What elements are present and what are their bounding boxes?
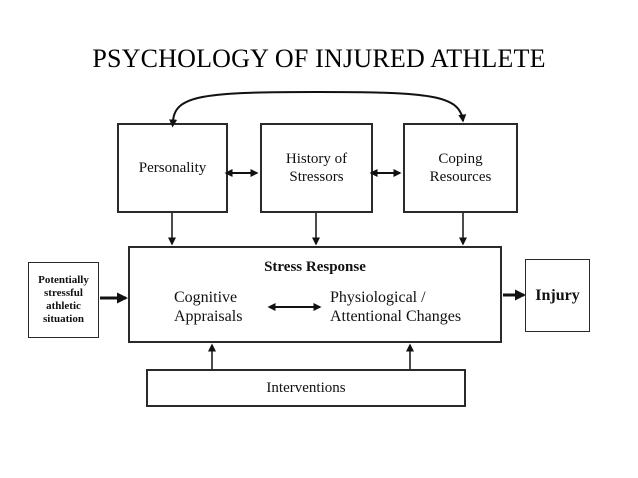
personality-box: Personality: [117, 123, 228, 213]
physiological-changes: Physiological / Attentional Changes: [330, 288, 461, 326]
cognitive-appraisals: Cognitive Appraisals: [174, 288, 242, 326]
situation-line-4: situation: [43, 313, 84, 325]
coping-label-line-1: Coping: [438, 151, 483, 167]
situation-line-2: stressful: [44, 287, 83, 299]
cognitive-line-1: Cognitive: [174, 289, 238, 306]
slide-title: PSYCHOLOGY OF INJURED ATHLETE: [92, 44, 546, 73]
stress-response-box: Stress Response Cognitive Appraisals Phy…: [128, 246, 502, 343]
interventions-label: Interventions: [266, 380, 346, 396]
personality-label: Personality: [138, 160, 207, 176]
coping-label-line-2: Resources: [429, 169, 492, 185]
history-label-line-2: Stressors: [289, 169, 344, 185]
situation-line-1: Potentially: [38, 274, 89, 286]
interventions-box: Interventions: [146, 369, 466, 407]
coping-resources-box: Coping Resources: [403, 123, 518, 213]
stress-response-title: Stress Response: [264, 259, 366, 275]
arc-personality-coping-arrow: [169, 90, 467, 128]
injury-label: Injury: [535, 286, 580, 304]
history-label-line-1: History of: [285, 151, 348, 167]
athletic-situation-box: Potentially stressful athletic situation: [28, 262, 99, 338]
history-of-stressors-box: History of Stressors: [260, 123, 373, 213]
physiological-line-2: Attentional Changes: [330, 308, 462, 325]
situation-line-3: athletic: [46, 300, 81, 312]
cognitive-line-2: Appraisals: [174, 308, 243, 325]
physiological-line-1: Physiological /: [330, 289, 426, 306]
injury-box: Injury: [525, 259, 590, 332]
